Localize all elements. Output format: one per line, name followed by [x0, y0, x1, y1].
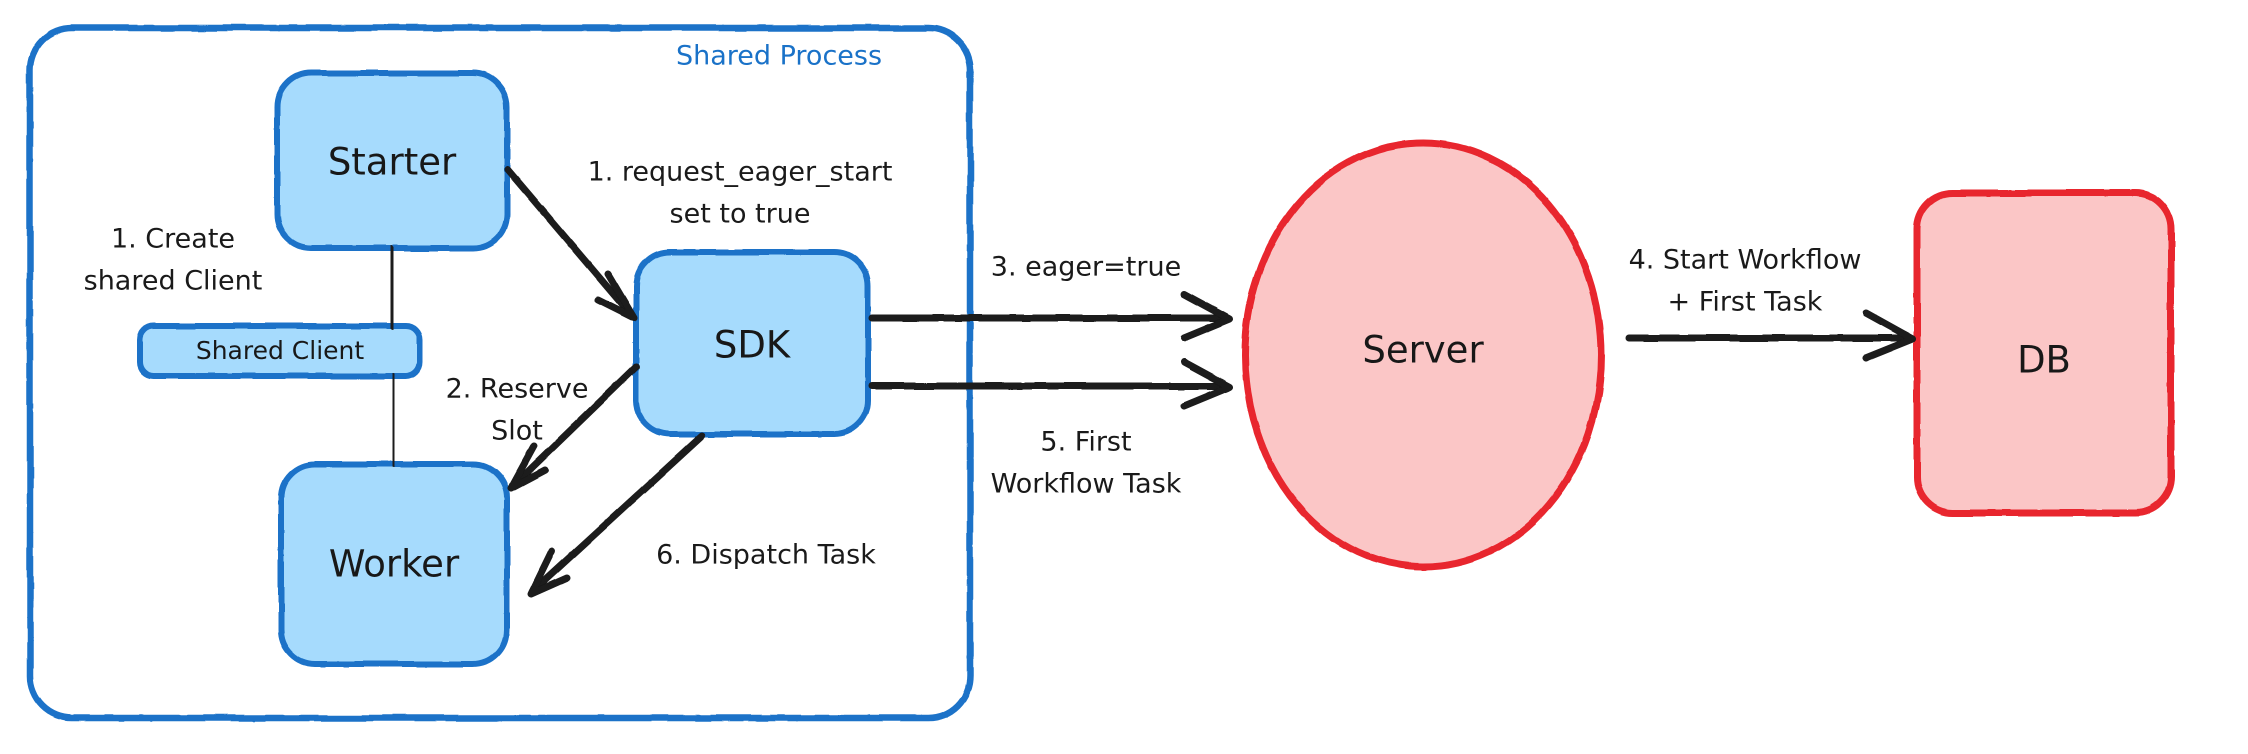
- node-db-shape[interactable]: [1913, 189, 2175, 517]
- edge-starter-sdk-line: [504, 166, 636, 320]
- edge-label-reserve-slot-line2: Slot: [491, 416, 543, 447]
- group-shared-process-outline: [26, 24, 974, 722]
- edge-label-reserve-slot-line1: 2. Reserve: [446, 374, 589, 405]
- edge-sdk-server-first-task-arrowhead: [1180, 358, 1234, 410]
- edge-starter-sdk-arrowhead: [594, 270, 638, 322]
- edge-server-db-arrowhead: [1862, 309, 1917, 362]
- edge-server-db: [1625, 309, 1917, 362]
- node-sdk-shape[interactable]: [633, 249, 871, 437]
- node-shared-client-label: Shared Client: [196, 336, 365, 365]
- edge-label-eager-true: 3. eager=true: [991, 252, 1181, 283]
- edge-starter-sdk: [504, 166, 638, 322]
- node-server-shape[interactable]: [1241, 139, 1605, 571]
- node-starter-label: Starter: [328, 141, 457, 184]
- edge-label-request-eager-start-line1: 1. request_eager_start: [588, 157, 893, 188]
- node-shared-client-shape[interactable]: [137, 323, 423, 379]
- edge-sdk-worker-reserve-line: [509, 363, 640, 490]
- edge-label-dispatch-task: 6. Dispatch Task: [656, 540, 876, 571]
- edge-label-request-eager-start-line2: set to true: [670, 199, 811, 230]
- edge-label-first-workflow-task-line1: 5. First: [1040, 427, 1131, 458]
- node-server-label: Server: [1362, 329, 1484, 372]
- edge-label-start-workflow-line1: 4. Start Workflow: [1629, 245, 1862, 276]
- edge-sdk-worker-dispatch-arrowhead: [527, 547, 571, 598]
- edge-label-start-workflow-line2: + First Task: [1668, 287, 1823, 318]
- group-shared-process-label: Shared Process: [676, 41, 882, 72]
- edge-label-first-workflow-task-line2: Workflow Task: [991, 469, 1182, 500]
- node-db[interactable]: [1913, 189, 2175, 517]
- edge-shared-client-worker: [390, 373, 397, 467]
- node-sdk[interactable]: [633, 249, 871, 437]
- edge-sdk-worker-dispatch-line: [529, 432, 706, 595]
- edge-sdk-worker-reserve-arrowhead: [507, 442, 549, 492]
- edge-sdk-server-first-task: [868, 358, 1234, 410]
- node-worker-label: Worker: [329, 543, 460, 586]
- edge-starter-shared-client-line: [388, 245, 396, 330]
- node-sdk-label: SDK: [714, 324, 792, 367]
- edge-sdk-server-eager-arrowhead: [1180, 290, 1234, 342]
- node-db-label: DB: [2017, 339, 2071, 382]
- edge-label-1-create-line1: 1. Create: [111, 224, 235, 255]
- edge-sdk-worker-reserve: [507, 363, 640, 492]
- node-server[interactable]: [1241, 139, 1605, 571]
- edge-shared-client-worker-line: [390, 373, 397, 467]
- edge-sdk-server-eager: [868, 290, 1234, 342]
- edge-starter-shared-client: [388, 245, 396, 330]
- group-shared-process: [26, 24, 974, 722]
- edge-sdk-worker-dispatch: [527, 432, 706, 598]
- node-shared-client[interactable]: [137, 323, 423, 379]
- edge-label-1-create-line2: shared Client: [84, 266, 263, 297]
